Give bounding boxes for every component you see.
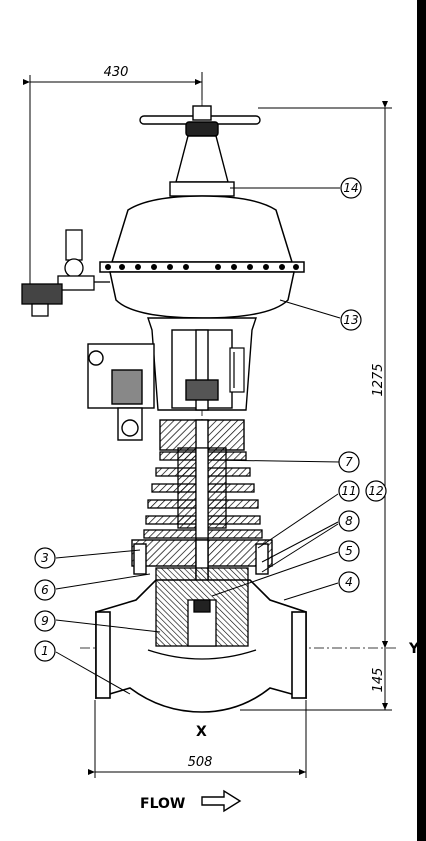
- dimension-1275: [258, 101, 392, 648]
- callout-3: 3: [34, 547, 141, 569]
- dimension-145: [240, 641, 392, 711]
- callout-8: 8: [261, 510, 360, 573]
- callout-7: 9: [34, 610, 161, 633]
- svg-text:3: 3: [41, 551, 49, 565]
- callout-6: 6: [34, 573, 151, 601]
- svg-text:7: 7: [345, 455, 353, 469]
- svg-text:14: 14: [343, 181, 358, 195]
- plug-and-cage: [147, 567, 257, 660]
- handwheel: [139, 105, 261, 137]
- callout-14: 14: [230, 177, 362, 199]
- dimension-430: [23, 72, 203, 290]
- svg-text:9: 9: [41, 614, 49, 628]
- svg-text:5: 5: [345, 544, 353, 558]
- dimension-145-label: 145: [371, 668, 386, 693]
- dimension-430-label: 430: [104, 65, 129, 80]
- callout-1: 1: [34, 640, 131, 695]
- valve-stem: [195, 447, 209, 539]
- actuator-yoke-top: [169, 135, 235, 197]
- dimension-1275-label: 1275: [371, 363, 386, 396]
- callout-9: 7: [209, 451, 360, 473]
- callout-13: 13: [279, 299, 362, 331]
- flow-label: FLOW: [140, 796, 185, 812]
- axis-x-label: X: [196, 724, 207, 740]
- svg-text:8: 8: [345, 514, 353, 528]
- svg-text:11: 11: [341, 484, 356, 498]
- callout-5: 5: [211, 540, 360, 597]
- svg-text:4: 4: [345, 575, 353, 589]
- actuator-bolts: [105, 264, 299, 270]
- yoke: [147, 317, 257, 411]
- svg-text:12: 12: [368, 484, 383, 498]
- filter-regulator: [21, 229, 110, 317]
- svg-text:6: 6: [41, 583, 49, 597]
- axis-y-label: Y: [408, 641, 420, 657]
- svg-text:13: 13: [343, 313, 358, 327]
- svg-text:1: 1: [41, 644, 49, 658]
- callout-11: 11: [257, 480, 360, 549]
- dimension-508-label: 508: [188, 755, 213, 770]
- flow-arrow-icon: [201, 789, 242, 813]
- page-border-right: [417, 0, 426, 841]
- callout-4: 4: [283, 571, 360, 601]
- dimension-508: [88, 700, 307, 778]
- diaphragm-actuator: [99, 195, 305, 319]
- callout-12: 12: [365, 480, 387, 502]
- positioner-box: [87, 343, 155, 441]
- stroke-indicator: [229, 347, 245, 393]
